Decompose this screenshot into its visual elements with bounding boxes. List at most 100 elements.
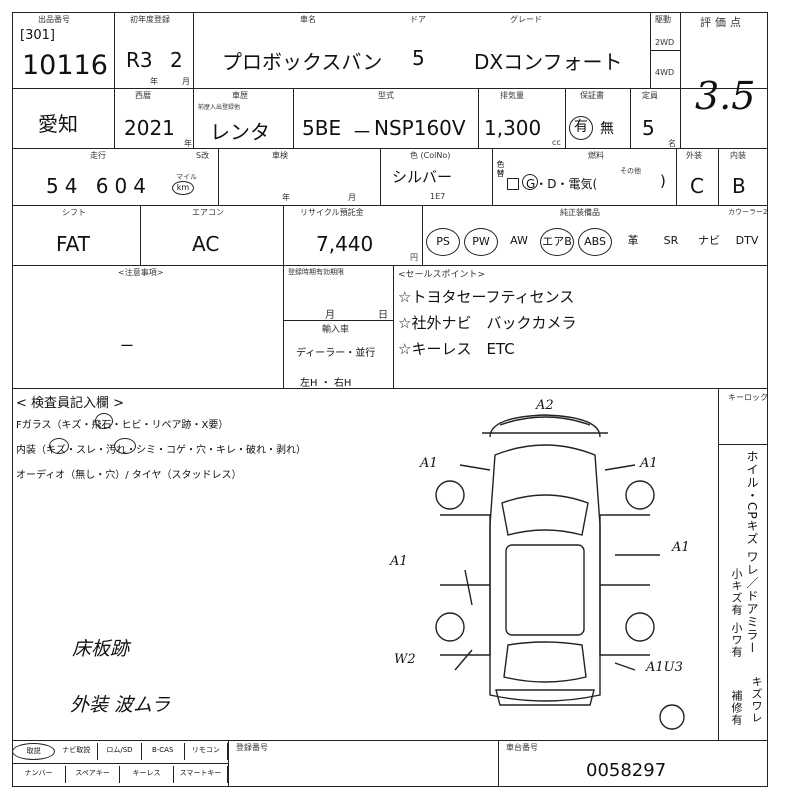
key-lock-label: キーロック <box>728 393 768 402</box>
sales-point-1: ☆トヨタセーフティセンス <box>398 288 575 306</box>
footer-item: ロム/SD <box>98 743 142 760</box>
footer-items-row-2: ナンバースペアキーキーレススマートキー <box>12 763 228 786</box>
shift-value: FAT <box>56 232 91 256</box>
model-year-unit: 年 <box>184 139 192 148</box>
drive-2wd: 2WD <box>655 38 675 47</box>
type-code: NSP160V <box>374 116 466 140</box>
interior-scratch-circle <box>49 438 69 454</box>
footer-item: キーレス <box>120 766 174 783</box>
drive-4wd: 4WD <box>655 68 675 77</box>
inspection-line-3: オーディオ（無し・穴）/ タイヤ（スタッドレス） <box>16 470 242 481</box>
mileage-label: 走行 <box>90 151 106 160</box>
lot-label: 出品番号 <box>38 15 70 24</box>
doors-label: ドア <box>410 15 426 24</box>
car-diagram <box>435 414 685 730</box>
lot-number: 10116 <box>22 50 108 81</box>
type-dash: － <box>352 120 372 144</box>
mileage-unit-mile: マイル <box>176 173 197 181</box>
model-year-label: 西暦 <box>135 91 151 100</box>
footer-item: スマートキー <box>174 766 228 783</box>
sales-point-2: ☆社外ナビ バックカメラ <box>398 314 577 332</box>
score-value: 3.5 <box>695 74 756 118</box>
equipment-item: ナビ <box>698 234 720 247</box>
right-col-text-1: ホイル・CPキズ ワレ／ドアミラー <box>745 450 759 655</box>
capacity-label: 定員 <box>642 91 658 100</box>
exterior-grade: C <box>690 174 704 198</box>
interior-label: 内装 <box>730 151 746 160</box>
footer-item: リモコン <box>185 743 228 760</box>
footer-item: B-CAS <box>142 743 185 760</box>
type-label: 型式 <box>378 91 394 100</box>
equipment-item: AW <box>510 234 528 247</box>
exterior-label: 外装 <box>686 151 702 160</box>
handwritten-note-2: 外装 波ムラ <box>70 694 171 716</box>
equipment-item: 革 <box>627 234 639 247</box>
mileage-value: 54 604 <box>46 174 152 198</box>
chassis-label: 車台番号 <box>506 743 538 752</box>
displacement: 1,300 <box>484 116 542 140</box>
damage-mark-front-left: A1 <box>420 456 438 471</box>
glass-chip-circle <box>95 413 113 429</box>
footer-item: スペアキー <box>66 766 120 783</box>
import-label: 輸入車 <box>322 325 350 335</box>
tv-label: カウーラー2 <box>728 208 768 216</box>
mileage-sdp: S改 <box>196 151 210 160</box>
damage-mark-front-right: A1 <box>640 456 658 471</box>
recycle-label: リサイクル預託金 <box>300 208 364 217</box>
fuel-close: ) <box>660 172 666 190</box>
right-col-text-5: 補修有 <box>730 690 743 726</box>
doors-value: 5 <box>412 46 425 70</box>
inspection-year-unit: 年 <box>282 193 290 202</box>
model-year: 2021 <box>124 116 175 140</box>
region: 愛知 <box>38 112 78 136</box>
notes-mark: ー <box>120 339 134 355</box>
fuel-options: G・D・電気( <box>526 177 598 191</box>
displacement-label: 排気量 <box>500 91 524 100</box>
equipment-item: ABS <box>578 228 612 256</box>
damage-mark-rear-right: A1U3 <box>646 660 683 675</box>
car-name-label: 車名 <box>300 15 316 24</box>
history-label: 車歴 <box>232 91 248 100</box>
mileage-unit-km: km <box>172 181 194 195</box>
shift-label: シフト <box>62 208 86 217</box>
reg-day-unit: 日 <box>378 310 388 321</box>
damage-mark-right-door: A1 <box>672 540 690 555</box>
footer-item: 取説 <box>12 743 56 760</box>
capacity-unit: 名 <box>668 139 676 148</box>
fuel-other: その他 <box>620 167 641 175</box>
color-change-label: 色替 <box>496 160 505 178</box>
sales-label: <セールスポイント> <box>398 270 486 280</box>
fuel-g-circle <box>522 174 538 190</box>
handwritten-note-1: 床板跡 <box>72 638 130 660</box>
chassis-number: 0058297 <box>586 760 667 781</box>
yen-unit: 円 <box>410 253 418 262</box>
reg-month-unit: 月 <box>325 310 335 321</box>
equipment-item: PS <box>426 228 460 256</box>
capacity-value: 5 <box>642 116 655 140</box>
equipment-label: 純正装備品 <box>560 208 600 217</box>
score-label: 評価点 <box>700 16 745 29</box>
damage-mark-left-door: A1 <box>390 554 408 569</box>
equipment-item: DTV <box>735 234 759 247</box>
right-col-text-4: キズワレ <box>750 676 763 724</box>
interior-grade: B <box>732 174 746 198</box>
damage-mark-front: A2 <box>536 398 554 413</box>
ac-label: エアコン <box>192 208 224 217</box>
lot-prefix: [301] <box>20 28 55 43</box>
history-value: レンタ <box>210 120 270 144</box>
inspection-line-1: Fガラス（キズ・飛石・ヒビ・リペア跡・X要） <box>16 420 229 431</box>
month-unit: 月 <box>182 77 190 86</box>
reg-number-label: 登録番号 <box>236 743 268 752</box>
drive-label: 駆動 <box>655 15 671 24</box>
cert-yes: 有 <box>569 116 593 140</box>
inspection-title: < 検査員記入欄 > <box>16 396 125 411</box>
reg-period-label: 登録時期有効期限 <box>288 268 344 276</box>
type-prefix: 5BE <box>302 116 342 140</box>
equipment-item: PW <box>464 228 498 256</box>
car-name: プロボックスバン <box>222 50 383 74</box>
equipment-item: SR <box>663 234 679 247</box>
equipment-item: エアB <box>540 228 574 256</box>
first-reg-label: 初年度登録 <box>130 15 170 24</box>
